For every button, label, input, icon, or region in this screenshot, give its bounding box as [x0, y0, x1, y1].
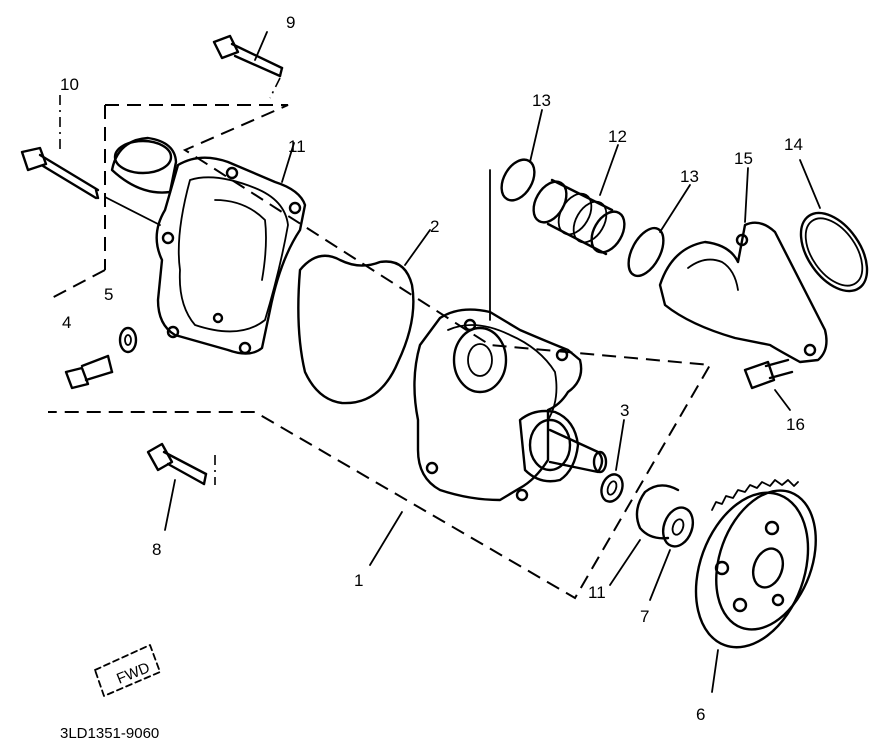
- bolt-9: [212, 31, 284, 99]
- callout-11-bottom: 11: [588, 583, 606, 602]
- reference-code: 3LD1351-9060: [60, 725, 159, 742]
- bolt-10: [20, 95, 161, 226]
- assembly-boundary: [47, 104, 712, 600]
- callout-9: 9: [286, 13, 295, 32]
- callout-11-top: 11: [288, 137, 306, 156]
- pipe-12: [532, 144, 626, 256]
- pump-body-1: [369, 169, 608, 566]
- o-ring-13-left: [500, 109, 543, 202]
- callout-1: 1: [354, 571, 363, 590]
- circlip-3: [600, 419, 625, 503]
- callout-13-right: 13: [680, 167, 699, 186]
- o-ring-14: [799, 159, 869, 293]
- washer-5: [118, 326, 138, 354]
- callout-7: 7: [640, 607, 649, 626]
- o-ring-13-right: [627, 184, 691, 278]
- callout-13-left: 13: [532, 91, 551, 110]
- gasket-2: [297, 229, 431, 405]
- callout-12: 12: [608, 127, 627, 146]
- housing-cover-11: [110, 136, 307, 355]
- callout-8: 8: [152, 540, 161, 559]
- callout-3: 3: [620, 401, 629, 420]
- fwd-indicator: FWD: [94, 644, 161, 697]
- callout-labels: 1 2 3 4 5 6 7 8 9 10 11 11 12 13 13 14 1…: [60, 13, 805, 724]
- callout-6: 6: [696, 705, 705, 724]
- bolt-16: [743, 358, 794, 411]
- washer-7: [649, 506, 695, 601]
- circlip-11: [609, 484, 680, 586]
- callout-14: 14: [784, 135, 803, 154]
- gear-6: [694, 479, 817, 693]
- callout-15: 15: [734, 149, 753, 168]
- bolt-8: [146, 442, 216, 531]
- callout-2: 2: [430, 217, 439, 236]
- callout-10: 10: [60, 75, 79, 94]
- fwd-label: FWD: [114, 659, 152, 688]
- callout-16: 16: [786, 415, 805, 434]
- callout-4: 4: [62, 313, 71, 332]
- bolt-4: [64, 354, 114, 390]
- outlet-pipe-15: [658, 167, 828, 364]
- callout-5: 5: [104, 285, 113, 304]
